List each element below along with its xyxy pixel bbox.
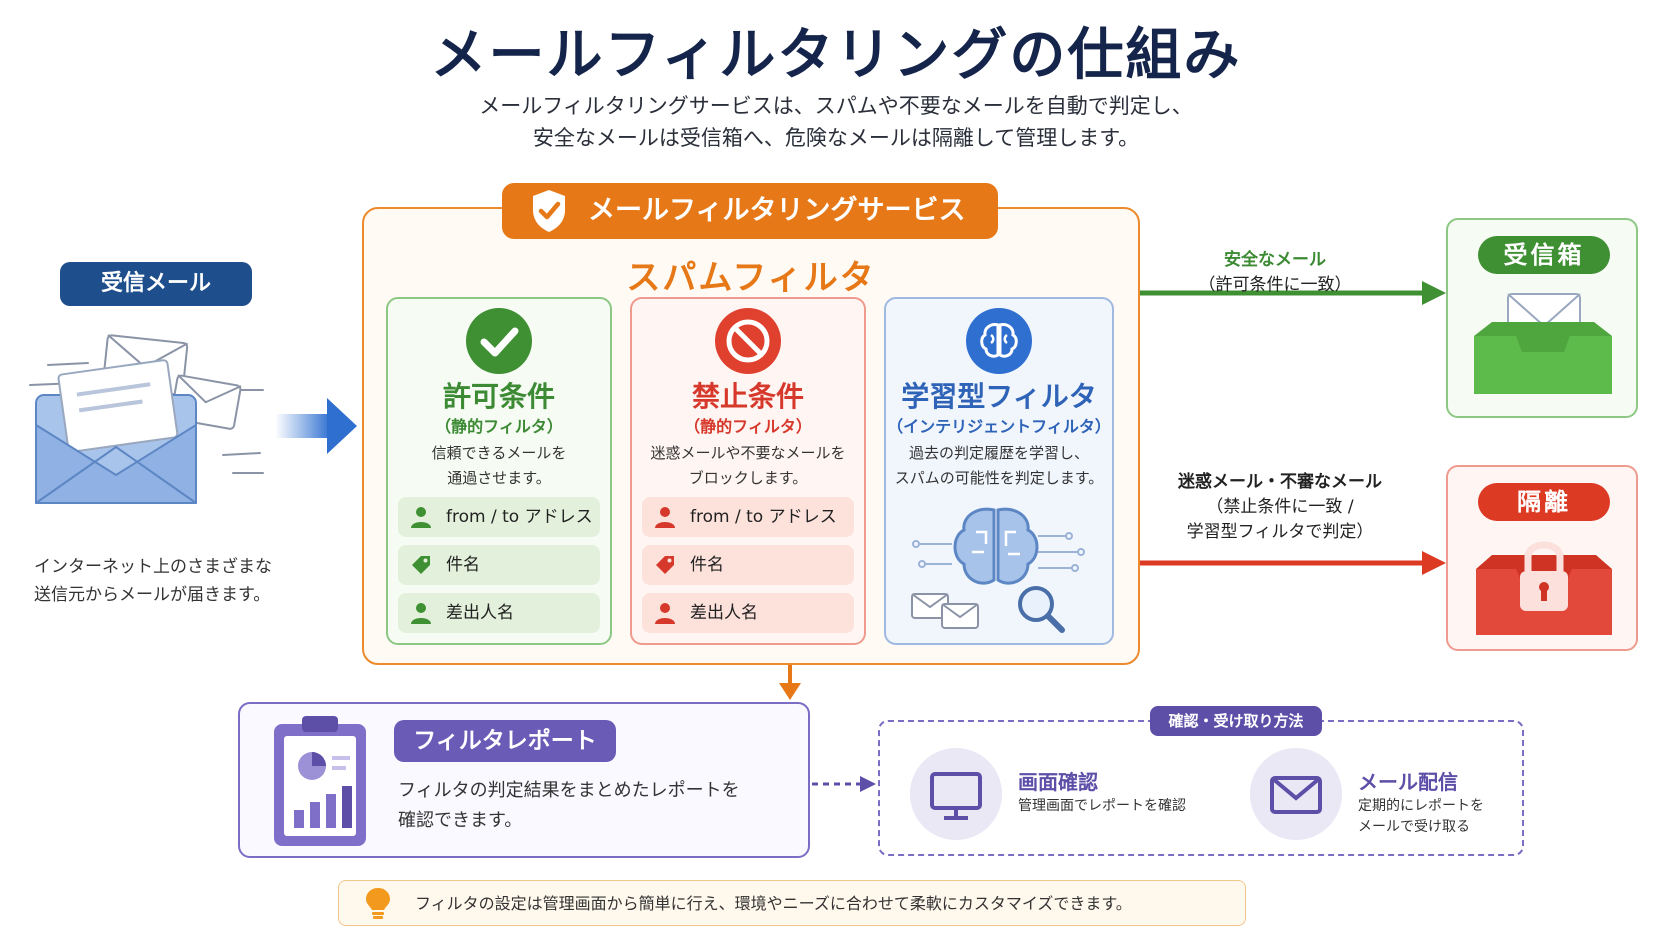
spam-filter-title: スパムフィルタ [626, 258, 876, 298]
criterion-label: from / to アドレス [690, 507, 837, 527]
subtitle-line-2: 安全なメールは受信箱へ、危険なメールは隔離して管理します。 [532, 126, 1140, 150]
quarantine-box: 隔離 [1446, 465, 1638, 651]
screen-check-title: 画面確認 [1018, 770, 1098, 794]
deny-criterion-address: from / to アドレス [642, 497, 854, 537]
inbox-label: 受信箱 [1478, 236, 1610, 274]
quarantine-label: 隔離 [1478, 483, 1610, 521]
person-icon [411, 603, 431, 624]
tag-icon [656, 556, 674, 574]
mail-delivery-description: 定期的にレポートを メールで受け取る [1358, 796, 1484, 838]
incoming-envelopes-icon [29, 334, 264, 504]
criterion-label: 差出人名 [690, 603, 758, 623]
spam-mail-condition-1: （禁止条件に一致 / [1206, 497, 1354, 517]
brain-icon [966, 308, 1032, 374]
learning-title: 学習型フィルタ [901, 380, 1097, 413]
learning-desc-line-1: 過去の判定履歴を学習し、 [908, 444, 1089, 462]
safe-mail-title: 安全なメール [1224, 250, 1326, 270]
deny-description: 迷惑メールや不要なメールを ブロックします。 [632, 441, 864, 491]
monitor-icon [910, 748, 1002, 840]
allow-criterion-subject: 件名 [398, 545, 600, 585]
learning-desc-line-2: スパムの可能性を判定します。 [894, 469, 1104, 487]
learning-subtitle: （インテリジェントフィルタ） [887, 417, 1111, 436]
deny-desc-line-1: 迷惑メールや不要なメールを [650, 444, 846, 462]
tag-icon [412, 556, 430, 574]
report-desc-line-1: フィルタの判定結果をまとめたレポートを [398, 780, 740, 801]
ai-brain-analysis-icon [911, 507, 1085, 633]
allow-description: 信頼できるメールを 通過させます。 [388, 441, 610, 491]
screen-check-description: 管理画面でレポートを確認 [1018, 798, 1186, 814]
locked-tray-icon [1476, 541, 1612, 635]
spam-mail-label: 迷惑メール・不審なメール （禁止条件に一致 / 学習型フィルタで判定） [1140, 470, 1420, 545]
mail-icon [1250, 748, 1342, 840]
inbox-box: 受信箱 [1446, 218, 1638, 418]
prohibited-icon [715, 308, 781, 374]
allow-subtitle: （静的フィルタ） [435, 417, 563, 436]
allow-criterion-sender: 差出人名 [398, 593, 600, 633]
lightbulb-icon [366, 888, 390, 919]
learning-filter-card: 学習型フィルタ （インテリジェントフィルタ） 過去の判定履歴を学習し、 スパムの… [884, 297, 1114, 645]
criterion-label: 差出人名 [446, 603, 514, 623]
deny-title: 禁止条件 [691, 380, 804, 413]
deny-desc-line-2: ブロックします。 [688, 469, 808, 487]
spam-mail-arrow-icon [1140, 551, 1446, 575]
filter-report-label: フィルタレポート [394, 720, 616, 762]
down-arrow-icon [779, 665, 801, 700]
subtitle-line-1: メールフィルタリングサービスは、スパムや不要なメールを自動で判定し、 [479, 94, 1193, 118]
person-icon [655, 603, 675, 624]
mail-desc-line-2: メールで受け取る [1358, 819, 1470, 835]
filter-report-description: フィルタの判定結果をまとめたレポートを 確認できます。 [398, 776, 778, 836]
spam-mail-title: 迷惑メール・不審なメール [1178, 472, 1382, 492]
safe-mail-arrow-icon [1140, 281, 1446, 305]
allow-conditions-card: 許可条件 （静的フィルタ） 信頼できるメールを 通過させます。 from / t… [386, 297, 612, 645]
deny-criterion-subject: 件名 [642, 545, 854, 585]
spam-mail-condition-2: 学習型フィルタで判定） [1186, 522, 1374, 542]
incoming-desc-line-2: 送信元からメールが届きます。 [34, 585, 271, 605]
check-icon [466, 308, 532, 374]
person-icon [411, 507, 431, 528]
safe-mail-label: 安全なメール （許可条件に一致） [1150, 248, 1400, 298]
inbox-tray-icon [1474, 293, 1612, 394]
incoming-mail-description: インターネット上のさまざまな 送信元からメールが届きます。 [34, 553, 294, 609]
incoming-desc-line-1: インターネット上のさまざまな [34, 557, 272, 577]
filter-report-box: フィルタレポート フィルタの判定結果をまとめたレポートを 確認できます。 [238, 702, 810, 858]
allow-title: 許可条件 [442, 380, 555, 413]
report-desc-line-2: 確認できます。 [398, 810, 523, 831]
criterion-label: from / to アドレス [446, 507, 593, 527]
criterion-label: 件名 [690, 555, 724, 575]
deny-subtitle: （静的フィルタ） [684, 417, 812, 436]
allow-desc-line-1: 信頼できるメールを [431, 444, 567, 462]
dashed-arrow-icon [812, 776, 876, 792]
clipboard-report-icon [274, 716, 366, 846]
learning-description: 過去の判定履歴を学習し、 スパムの可能性を判定します。 [886, 441, 1112, 491]
deny-conditions-card: 禁止条件 （静的フィルタ） 迷惑メールや不要なメールを ブロックします。 fro… [630, 297, 866, 645]
incoming-arrow-icon [275, 398, 357, 454]
allow-desc-line-2: 通過させます。 [447, 469, 551, 487]
page-title: メールフィルタリングの仕組み [430, 23, 1242, 88]
criterion-label: 件名 [446, 555, 480, 575]
page-subtitle: メールフィルタリングサービスは、スパムや不要なメールを自動で判定し、 安全なメー… [0, 90, 1672, 154]
mail-desc-line-1: 定期的にレポートを [1358, 798, 1484, 814]
tip-text: フィルタの設定は管理画面から簡単に行え、環境やニーズに合わせて柔軟にカスタマイズ… [415, 894, 1132, 913]
check-methods-label: 確認・受け取り方法 [1150, 706, 1322, 736]
mail-delivery-title: メール配信 [1358, 770, 1458, 794]
tip-box: フィルタの設定は管理画面から簡単に行え、環境やニーズに合わせて柔軟にカスタマイズ… [338, 880, 1246, 926]
person-icon [655, 507, 675, 528]
allow-criterion-address: from / to アドレス [398, 497, 600, 537]
incoming-mail-label: 受信メール [60, 262, 252, 306]
shield-check-icon [533, 190, 565, 232]
safe-mail-condition: （許可条件に一致） [1198, 275, 1352, 295]
deny-criterion-sender: 差出人名 [642, 593, 854, 633]
filtering-service-label: メールフィルタリングサービス [502, 183, 998, 239]
